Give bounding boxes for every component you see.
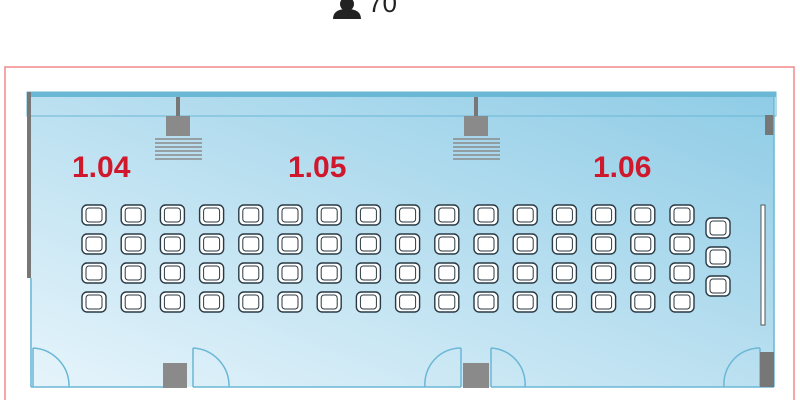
seat [355,204,382,226]
seat [394,291,421,313]
seat [630,233,656,255]
seat [316,233,342,255]
seat [81,291,107,313]
seat [473,204,499,226]
door-2 [192,347,230,388]
seat [630,291,656,313]
seat [551,233,578,255]
seat [551,291,578,313]
seat [277,262,303,284]
seat [512,233,538,255]
seat [512,262,538,284]
seat [120,204,146,226]
whiteboard [760,204,766,326]
seat [355,262,382,284]
seat [669,233,695,255]
seat [277,204,303,226]
seat [120,262,146,284]
seat [81,262,107,284]
seat [198,262,225,284]
seat [551,262,578,284]
seat [669,204,695,226]
seat [120,233,146,255]
seat [551,204,578,226]
room-label-1-06: 1.06 [593,151,651,184]
top-wall [27,92,776,97]
seat [590,291,617,313]
door-1 [32,347,70,388]
seat [630,204,656,226]
capacity-count: 70 [368,0,397,18]
seat [394,233,421,255]
right-wall-top [765,115,774,135]
seat [473,262,499,284]
seat [434,291,460,313]
seat [198,291,225,313]
left-wall [27,92,31,278]
seat [159,233,186,255]
seat [81,233,107,255]
seat [159,291,186,313]
seat [590,233,617,255]
column-3 [760,352,774,387]
seat [316,262,342,284]
seat [590,262,617,284]
partition-fixture-2 [453,97,500,160]
seat [705,217,731,239]
seat [238,291,264,313]
partition-fixture-1 [155,97,202,160]
room-label-1-04: 1.04 [72,151,131,184]
seat [355,233,382,255]
seat [473,233,499,255]
seat [198,204,225,226]
seat [159,204,186,226]
seat [512,204,538,226]
seat [473,291,499,313]
room-label-1-05: 1.05 [288,151,346,184]
seat [669,262,695,284]
seat [512,291,538,313]
seat [238,233,264,255]
person-icon [333,0,361,19]
capacity-indicator: 70 [333,0,397,19]
seat [434,233,460,255]
seat [434,204,460,226]
seat [590,204,617,226]
seat [316,204,342,226]
seat [120,291,146,313]
seat [277,291,303,313]
seat [394,204,421,226]
seat [669,291,695,313]
seat [355,291,382,313]
seat [705,275,731,297]
seat [630,262,656,284]
seat [159,262,186,284]
seat [198,233,225,255]
seat [705,246,731,268]
door-4 [490,347,526,388]
seat [316,291,342,313]
seat [277,233,303,255]
seat [434,262,460,284]
seat [81,204,107,226]
column-2 [463,363,489,388]
column-1 [163,363,187,388]
door-3 [424,347,462,388]
seating-area [81,204,731,313]
seat [238,204,264,226]
seat [394,262,421,284]
seat [238,262,264,284]
plan-frame [4,66,795,400]
